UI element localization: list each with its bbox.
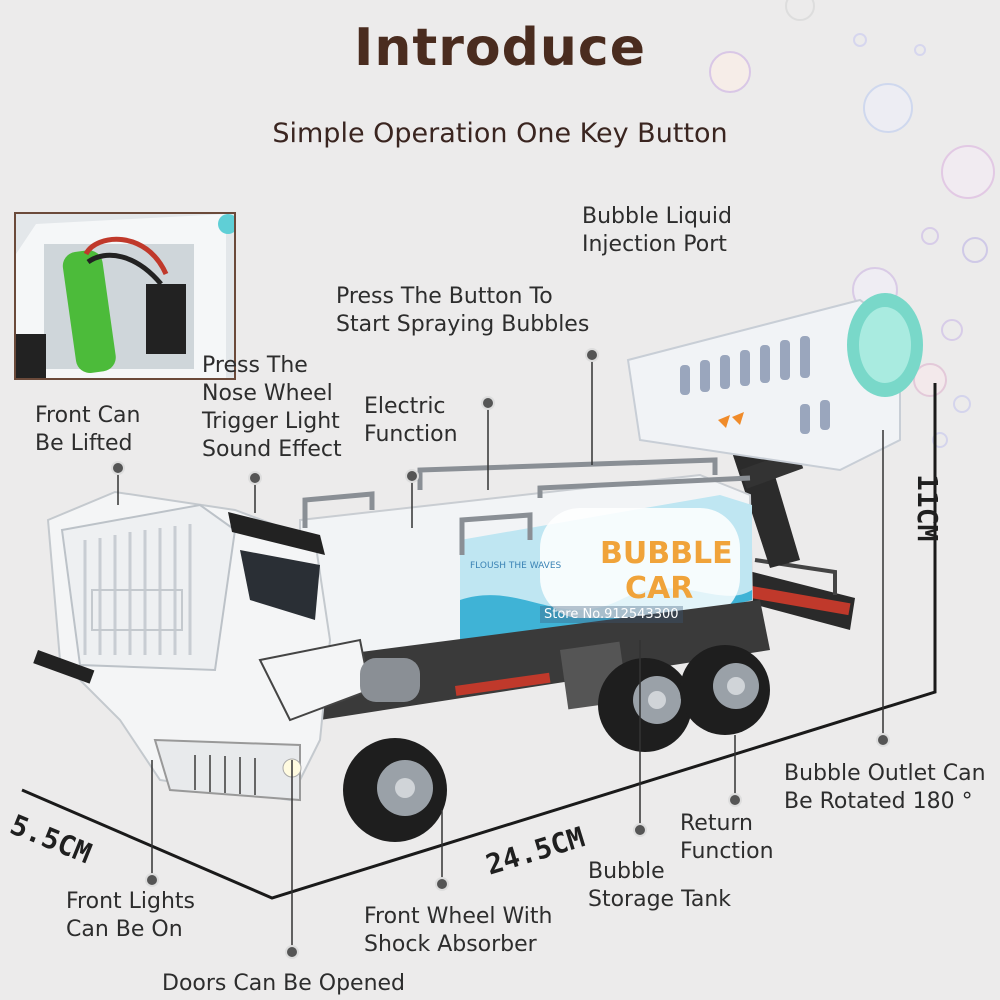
- bubbles-decoration: [709, 0, 995, 448]
- callout-line: Function: [680, 839, 774, 864]
- callout-doors: Doors Can Be Opened: [162, 970, 405, 998]
- store-watermark: Store No.912543300: [540, 606, 683, 623]
- callout-line: Start Spraying Bubbles: [336, 312, 590, 337]
- callout-line: Bubble Liquid: [582, 204, 732, 229]
- callout-electric-function: Electric Function: [364, 393, 458, 449]
- callout-press-button: Press The Button To Start Spraying Bubbl…: [336, 283, 589, 339]
- callout-return-function: Return Function: [680, 810, 774, 866]
- callout-line: Injection Port: [582, 232, 727, 257]
- wheels: [343, 645, 770, 842]
- callout-line: Trigger Light: [202, 409, 340, 434]
- callout-line: Return: [680, 811, 754, 836]
- callout-line: Front Can: [35, 403, 141, 428]
- callout-line: Sound Effect: [202, 437, 342, 462]
- tank-logo-line1: BUBBLE: [600, 536, 733, 571]
- callout-line: Front Lights: [66, 889, 196, 914]
- front-wheel: [343, 738, 447, 842]
- tank-small-text: FLOUSH THE WAVES: [470, 561, 562, 571]
- callout-line: Storage Tank: [588, 887, 732, 912]
- callout-line: Electric: [364, 394, 446, 419]
- bubble-cannon: [626, 293, 923, 568]
- callout-line: Doors Can Be Opened: [162, 971, 406, 996]
- dimension-height: 11CM: [911, 474, 944, 542]
- callout-bubble-outlet: Bubble Outlet Can Be Rotated 180 °: [784, 760, 986, 816]
- callout-bubble-liquid-port: Bubble Liquid Injection Port: [582, 203, 732, 259]
- dimension-lines: [21, 383, 937, 900]
- callout-line: Function: [364, 422, 458, 447]
- battery-compartment-inset: [14, 212, 236, 380]
- tank-logo-line2: CAR: [625, 571, 693, 606]
- callout-nose-wheel: Press The Nose Wheel Trigger Light Sound…: [202, 352, 342, 464]
- rear-wheel-1: [598, 658, 692, 752]
- callout-line: Front Wheel With: [364, 904, 553, 929]
- callout-front-lights: Front Lights Can Be On: [66, 888, 195, 944]
- callout-dots: [111, 348, 890, 959]
- page-subtitle: Simple Operation One Key Button: [272, 118, 728, 149]
- callout-line: Bubble: [588, 859, 665, 884]
- cab: [33, 490, 420, 802]
- callout-leaders: [117, 355, 884, 952]
- callout-line: Shock Absorber: [364, 932, 537, 957]
- water-tank: BUBBLE CAR FLOUSH THE WAVES: [299, 457, 754, 672]
- page-title: Introduce: [354, 18, 646, 78]
- callout-line: Nose Wheel: [202, 381, 333, 406]
- callout-bubble-storage: Bubble Storage Tank: [588, 858, 731, 914]
- rear-wheel-2: [680, 645, 770, 735]
- callout-front-can: Front Can Be Lifted: [35, 402, 140, 458]
- callout-line: Be Lifted: [35, 431, 133, 456]
- callout-line: Press The Button To: [336, 284, 553, 309]
- callout-line: Be Rotated 180 °: [784, 789, 973, 814]
- callout-line: Press The: [202, 353, 308, 378]
- callout-line: Can Be On: [66, 917, 183, 942]
- callout-front-wheel: Front Wheel With Shock Absorber: [364, 903, 552, 959]
- callout-line: Bubble Outlet Can: [784, 761, 986, 786]
